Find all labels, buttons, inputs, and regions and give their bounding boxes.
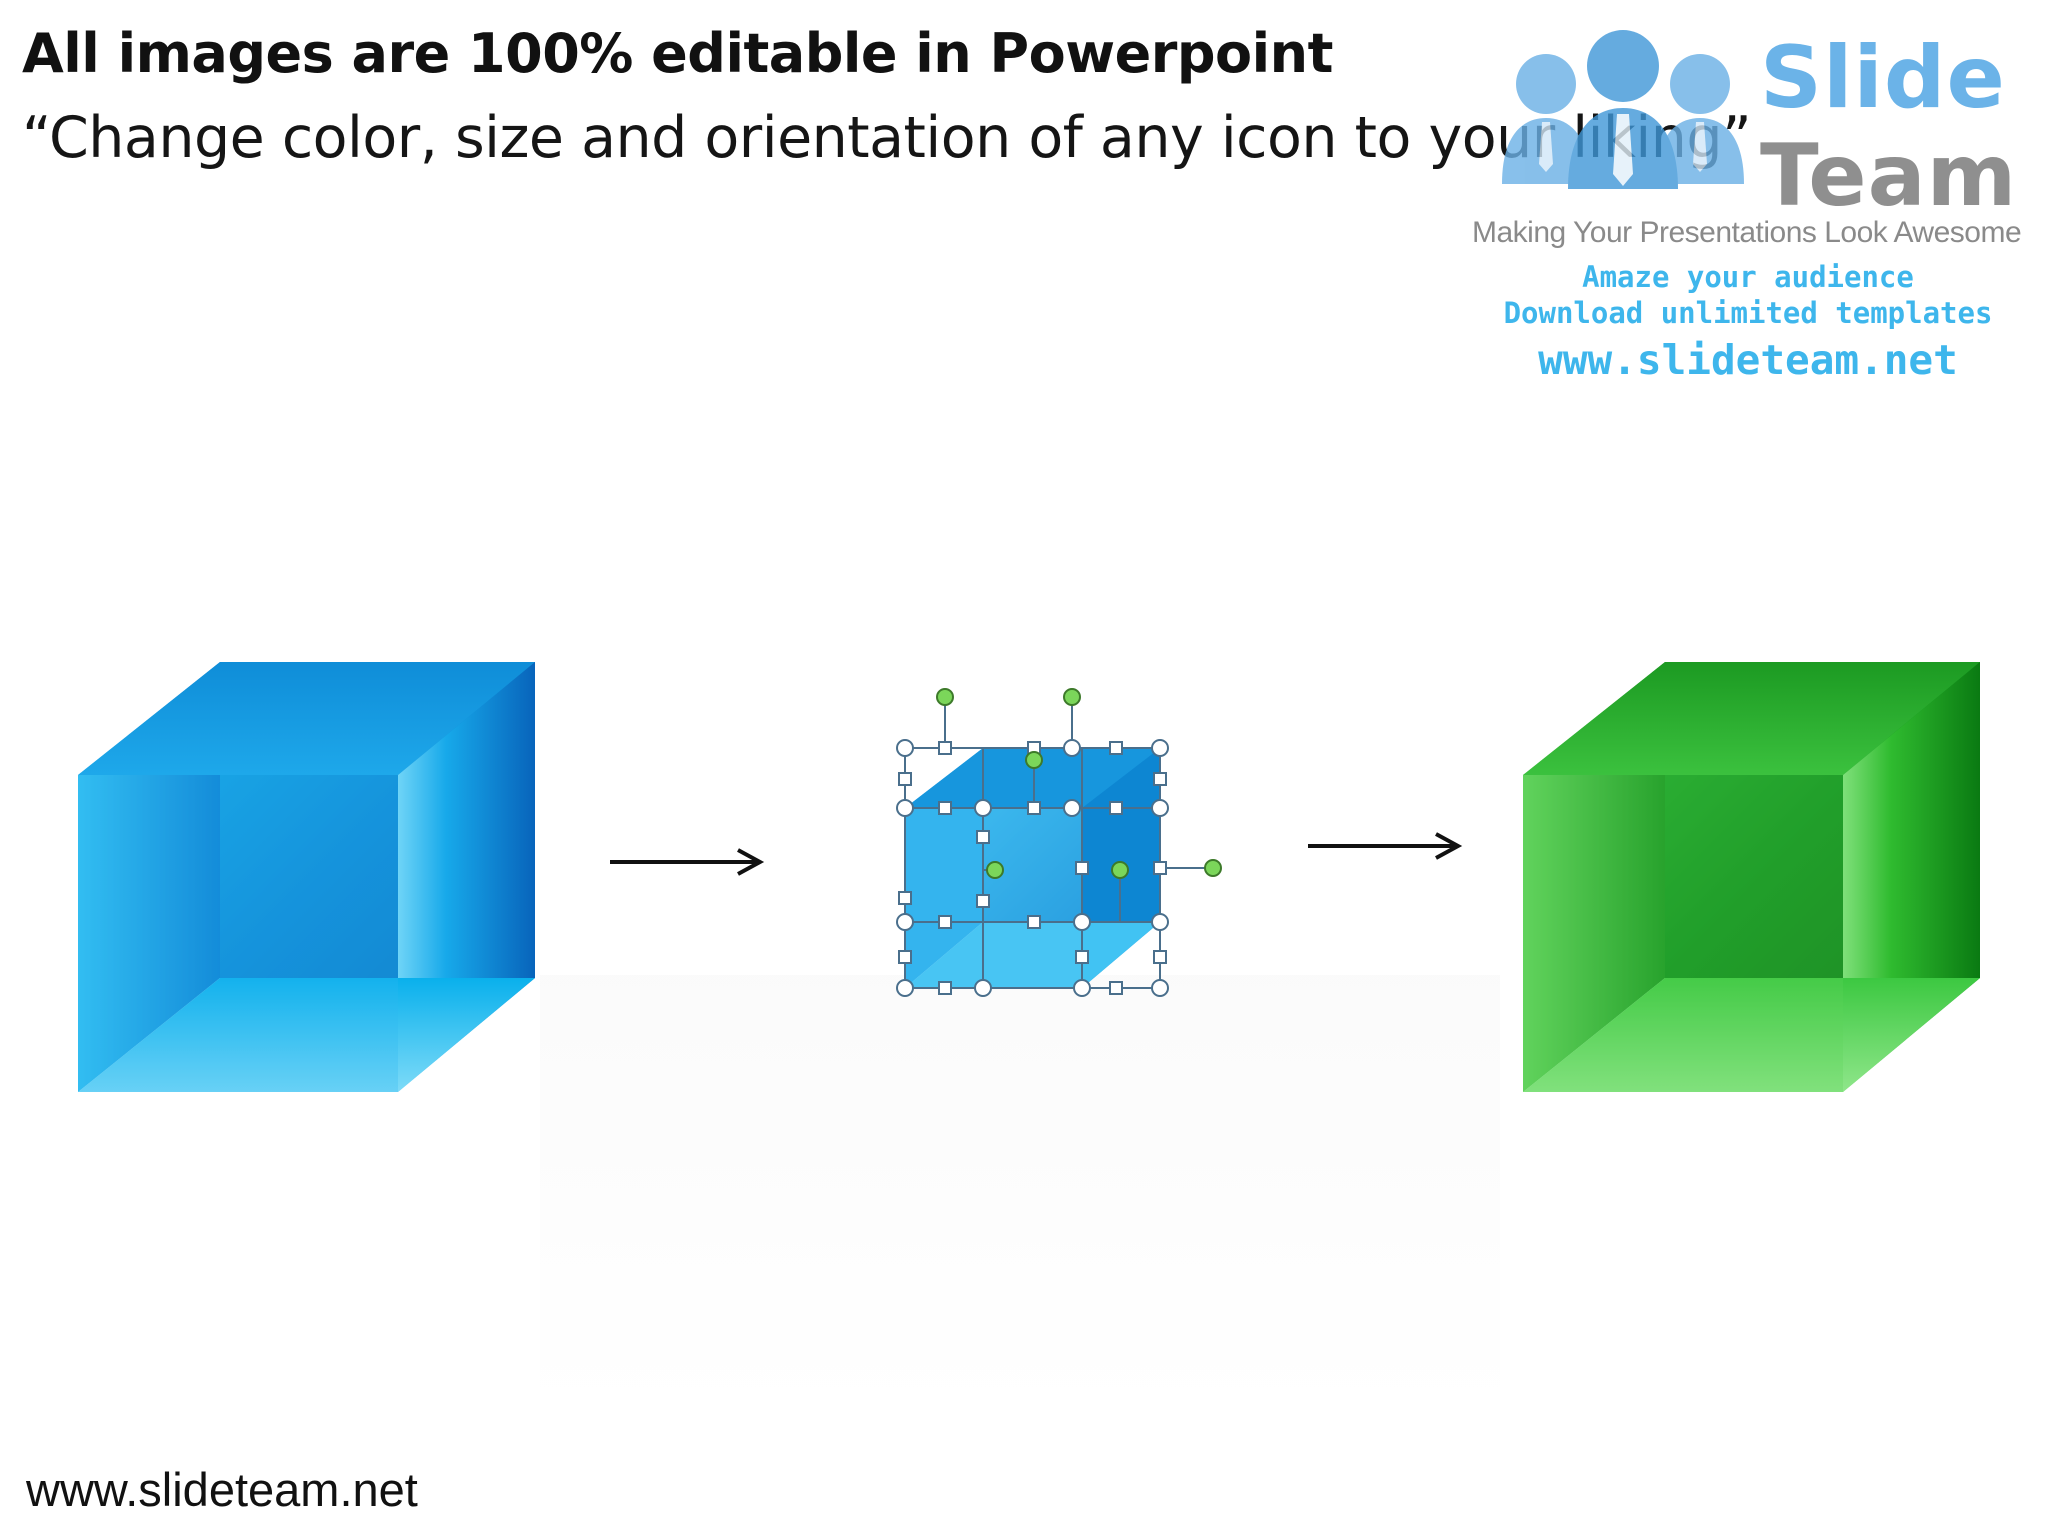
- brand-tagline: Making Your Presentations Look Awesome: [1472, 216, 2022, 249]
- blue-cube[interactable]: [78, 662, 535, 1092]
- cube-bottom-face: [78, 978, 535, 1092]
- brand-word-team: Team: [1760, 126, 2018, 226]
- promo-url[interactable]: www.slideteam.net: [1538, 336, 1958, 384]
- cube-front-face: [1523, 775, 1843, 1092]
- brand-word-slide: Slide: [1760, 28, 2006, 128]
- footer-url[interactable]: www.slideteam.net: [26, 1463, 418, 1516]
- green-cube[interactable]: [1523, 662, 1980, 1092]
- slideteam-logo: Slide Team Making Your Presentations Loo…: [1468, 18, 2028, 384]
- promo-line-2: Download unlimited templates: [1503, 296, 1993, 330]
- arrow-right-icon: [610, 848, 765, 876]
- cube-top-face: [78, 662, 535, 775]
- cube-front-face: [78, 775, 398, 1092]
- selected-cube[interactable]: [896, 688, 1222, 997]
- rotation-handles[interactable]: [936, 688, 1222, 879]
- selection-handles[interactable]: [896, 739, 1169, 997]
- slide-subtitle: “Change color, size and orientation of a…: [22, 105, 1752, 171]
- cube-bottom-face: [1523, 978, 1980, 1092]
- people-logo-icon: [1502, 30, 1744, 189]
- promo-line-1: Amaze your audience: [1582, 260, 1914, 294]
- arrow-right-icon: [1308, 832, 1463, 860]
- slide-title: All images are 100% editable in Powerpoi…: [22, 22, 1333, 85]
- floor-shadow: [540, 975, 1500, 1415]
- cube-top-face: [1523, 662, 1980, 775]
